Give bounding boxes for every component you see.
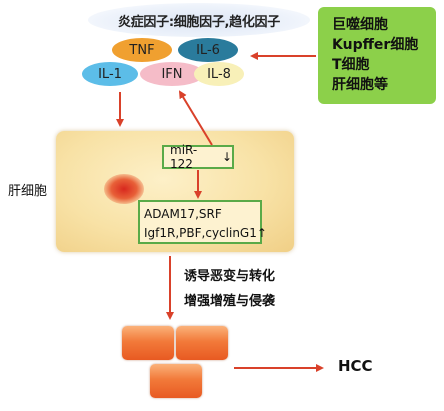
- target-genes-line2: Igf1R,PBF,cyclinG1: [144, 226, 257, 240]
- target-genes-line1: ADAM17,SRF: [144, 207, 222, 221]
- source-cells-box: 巨噬细胞 Kupffer细胞 T细胞 肝细胞等: [318, 7, 436, 104]
- target-genes-line2-row: Igf1R,PBF,cyclinG1↑: [144, 224, 267, 243]
- effects-label: 诱导恶变与转化 增强增殖与侵袭: [184, 264, 275, 314]
- source-cell-hepatocyte: 肝细胞等: [332, 77, 388, 93]
- arrow-mir-to-ifn: [178, 90, 213, 146]
- cytokine-il8: IL-8: [194, 62, 244, 86]
- cytokine-tnf: TNF: [112, 38, 172, 62]
- mir122-label: miR-122: [170, 143, 198, 171]
- source-cell-t: T细胞: [332, 57, 370, 73]
- down-arrow-icon: ↓: [221, 150, 232, 164]
- nucleus-shape: [104, 174, 144, 204]
- hcc-label: HCC: [338, 357, 373, 375]
- effect-malignant-transformation: 诱导恶变与转化: [184, 269, 276, 284]
- inflammatory-factors-title: 炎症因子:细胞因子,趋化因子: [88, 3, 310, 37]
- up-arrow-icon: ↑: [256, 226, 267, 240]
- tumor-cell-2: [176, 326, 228, 360]
- source-cell-kupffer: Kupffer细胞: [332, 37, 419, 53]
- tumor-cell-3: [150, 364, 202, 398]
- hepatocyte-label: 肝细胞: [8, 184, 48, 199]
- cytokine-il6: IL-6: [178, 38, 238, 62]
- source-cell-macrophage: 巨噬细胞: [332, 17, 388, 33]
- target-genes-box: ADAM17,SRF Igf1R,PBF,cyclinG1↑: [138, 200, 267, 244]
- tumor-cell-1: [122, 326, 174, 360]
- mir122-box: miR-122 ↓: [162, 143, 234, 171]
- cytokine-il1: IL-1: [82, 62, 138, 86]
- cytokine-ifn: IFN: [140, 62, 204, 86]
- effect-proliferation-invasion: 增强增殖与侵袭: [184, 294, 276, 309]
